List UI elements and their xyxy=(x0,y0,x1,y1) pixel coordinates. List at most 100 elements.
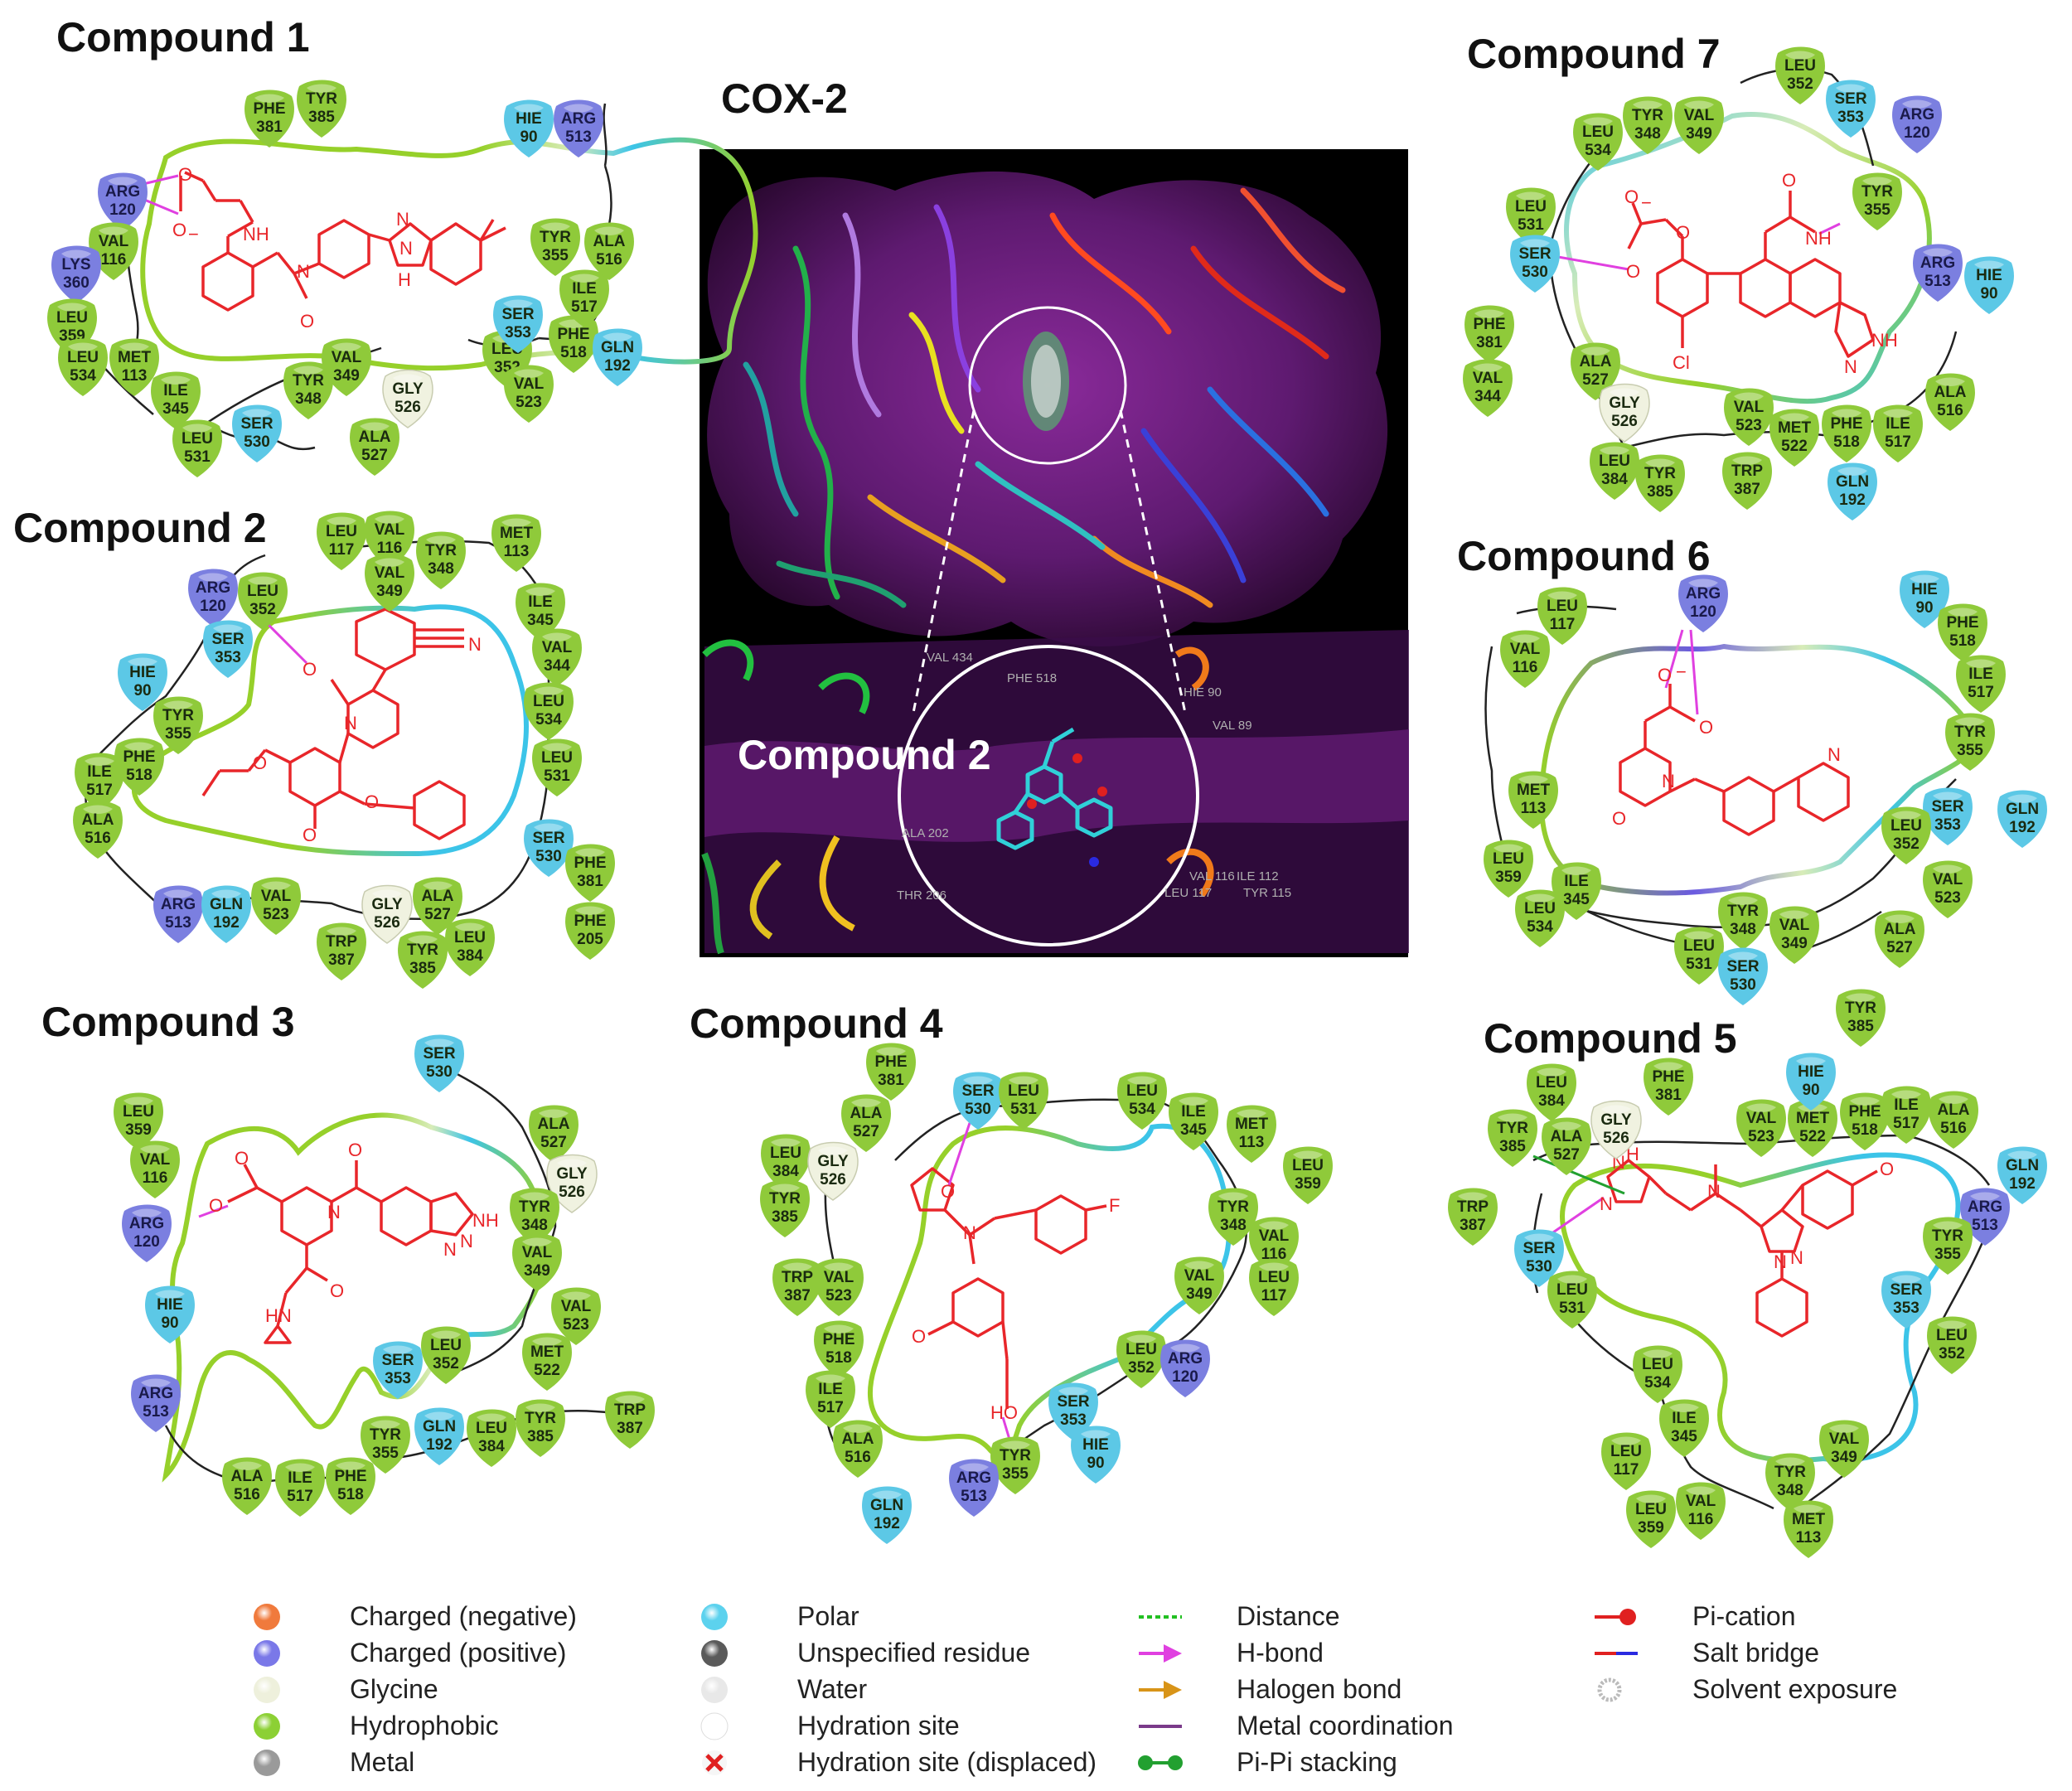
residue-shape xyxy=(559,269,609,327)
residue-number: 526 xyxy=(820,1171,846,1188)
residue-shape xyxy=(58,338,108,396)
residue-shape xyxy=(1174,1256,1224,1314)
residue-number: 523 xyxy=(825,1287,852,1305)
residue-name: ALA xyxy=(1579,353,1611,370)
residue-number: 192 xyxy=(874,1515,900,1532)
residue-shape xyxy=(1283,1146,1333,1204)
residue-name: TYR xyxy=(306,90,337,108)
c2-ligand xyxy=(201,607,466,840)
residue-name: VAL xyxy=(1684,107,1715,124)
residue-number: 192 xyxy=(2009,819,2036,836)
residue-name: MET xyxy=(118,349,152,366)
residue-shape xyxy=(862,1486,912,1544)
residue-shape xyxy=(1633,1345,1682,1403)
residue-name: TYR xyxy=(370,1426,401,1444)
residue-number: 526 xyxy=(1603,1130,1629,1147)
svg-text:O: O xyxy=(1658,665,1672,685)
residue-name: LEU xyxy=(56,309,88,327)
residue-number: 385 xyxy=(1847,1018,1874,1035)
residue-name: TYR xyxy=(1632,107,1663,124)
legend-symbol-halo xyxy=(1597,1677,1622,1702)
residue-name: SER xyxy=(211,631,244,648)
residue-number: 359 xyxy=(1495,869,1522,886)
residue-shape xyxy=(201,885,251,943)
docked-ligand xyxy=(996,727,1113,867)
residue-name: ALA xyxy=(421,888,453,905)
residue-shape xyxy=(317,512,366,570)
residue-shape xyxy=(1506,187,1556,245)
residue-shape xyxy=(546,1154,598,1213)
residue-shape xyxy=(130,1140,180,1198)
residue-name: SER xyxy=(1834,90,1866,108)
residue-shape xyxy=(1997,1146,2047,1204)
svg-text:N: N xyxy=(344,713,357,733)
residue-shape xyxy=(1784,1500,1833,1558)
residue-name: GLN xyxy=(601,339,634,356)
svg-text:O: O xyxy=(1676,222,1690,243)
svg-text:N: N xyxy=(297,261,310,282)
residue-name: GLY xyxy=(1609,395,1640,412)
residue-number: 527 xyxy=(540,1134,567,1151)
residue-name: ILE xyxy=(1181,1103,1206,1121)
residue-name: HIE xyxy=(129,664,156,681)
svg-text:O: O xyxy=(253,753,267,773)
residue-number: 120 xyxy=(1172,1368,1198,1386)
residue-number: 355 xyxy=(1864,201,1890,219)
residue-name: HIE xyxy=(157,1296,183,1314)
residue-number: 205 xyxy=(577,931,603,948)
residue-name: TRP xyxy=(1457,1198,1489,1216)
residue-name: LEU xyxy=(1890,817,1922,835)
legend-label: Hydration site xyxy=(797,1711,960,1740)
inset-compound-label: Compound 2 xyxy=(738,732,991,778)
residue-number: 352 xyxy=(1893,835,1920,853)
svg-text:−: − xyxy=(1676,661,1687,682)
residue-name: MET xyxy=(1235,1116,1269,1133)
legend-label: Unspecified residue xyxy=(797,1638,1031,1668)
svg-text:O: O xyxy=(941,1181,955,1202)
residue-shape xyxy=(1674,96,1724,154)
residue-shape xyxy=(1881,1086,1931,1144)
residue-name: TRP xyxy=(782,1269,813,1286)
residue-number: 345 xyxy=(1563,891,1590,908)
residue-name: SER xyxy=(423,1045,455,1062)
residue-number: 355 xyxy=(1002,1465,1029,1483)
residue-name: ARG xyxy=(138,1385,173,1402)
inset-residue-label: VAL 434 xyxy=(927,651,973,665)
residue-name: LEU xyxy=(770,1145,801,1162)
residue-number: 517 xyxy=(1968,684,1994,701)
residue-shape xyxy=(1547,1271,1597,1329)
legend-symbol-ball xyxy=(254,1677,280,1703)
residue-shape xyxy=(1840,1092,1890,1150)
residue-name: VAL xyxy=(1473,370,1503,387)
compound-7-title: Compound 7 xyxy=(1467,31,1721,77)
svg-text:H: H xyxy=(398,269,411,290)
residue-number: 344 xyxy=(544,657,570,675)
svg-text:−: − xyxy=(188,224,199,244)
residue-shape xyxy=(1514,1229,1564,1287)
residue-name: ALA xyxy=(1883,921,1915,938)
residue-name: ARG xyxy=(129,1215,164,1232)
residue-name: ILE xyxy=(1968,666,1993,683)
residue-number: 516 xyxy=(845,1449,871,1466)
residue-number: 352 xyxy=(1939,1345,1965,1363)
